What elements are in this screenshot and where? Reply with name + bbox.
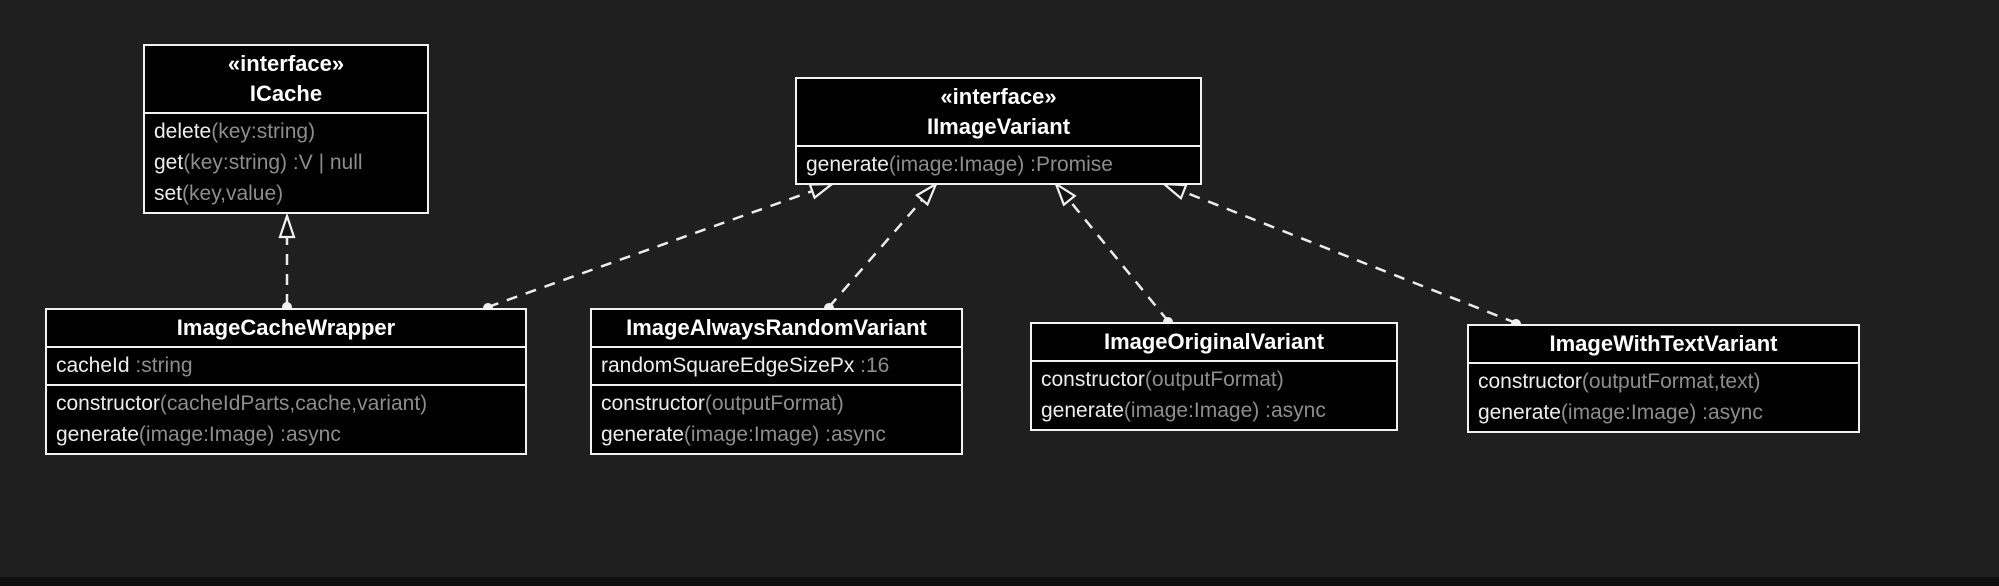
stereotype-label: «interface»: [940, 84, 1057, 109]
class-title: ICache: [249, 81, 323, 106]
method-row: get(key:string) :V | null: [154, 147, 418, 178]
method-signature: (outputFormat): [1144, 368, 1284, 391]
attributes-compartment: randomSquareEdgeSizePx :16: [592, 348, 961, 384]
method-row: generate(image:Image) :async: [56, 419, 516, 450]
attribute-row: cacheId :string: [56, 350, 516, 381]
class-box-iimagevariant: «interface» IImageVariant generate(image…: [795, 77, 1202, 185]
method-signature: (key:string) :V | null: [183, 151, 363, 174]
compartment-divider: [592, 346, 961, 348]
methods-compartment: constructor(outputFormat) generate(image…: [592, 386, 961, 453]
stereotype-label: «interface»: [227, 51, 345, 76]
class-header: «interface» IImageVariant: [797, 79, 1200, 145]
attribute-type: :string: [129, 354, 193, 377]
method-name: generate: [1041, 399, 1124, 422]
realization-edge-random-iimagevariant: [828, 184, 936, 308]
method-signature: (image:Image) :Promise: [888, 153, 1113, 176]
attribute-name: cacheId: [56, 354, 130, 377]
method-row: generate(image:Image) :async: [601, 419, 952, 450]
class-box-imagealwaysrandomvariant: ImageAlwaysRandomVariant randomSquareEdg…: [590, 308, 963, 455]
compartment-divider: [47, 346, 525, 348]
method-row: set(key,value): [154, 178, 418, 209]
attribute-type: :16: [854, 354, 890, 377]
class-title: ImageWithTextVariant: [1549, 331, 1778, 356]
method-signature: (image:Image) :async: [138, 423, 341, 446]
method-name: generate: [1478, 401, 1561, 424]
method-name: generate: [56, 423, 139, 446]
method-signature: (image:Image) :async: [683, 423, 886, 446]
compartment-divider: [145, 112, 427, 114]
method-name: constructor: [601, 392, 705, 415]
method-row: generate(image:Image) :Promise: [806, 149, 1191, 180]
method-signature: (image:Image) :async: [1123, 399, 1326, 422]
compartment-divider: [592, 384, 961, 386]
realization-edge-withtext-iimagevariant: [1164, 184, 1517, 325]
compartment-divider: [1469, 362, 1858, 364]
method-name: delete: [154, 120, 212, 143]
method-signature: (image:Image) :async: [1560, 401, 1763, 424]
method-row: constructor(outputFormat): [1041, 364, 1387, 395]
method-name: constructor: [1478, 370, 1582, 393]
class-box-icache: «interface» ICache delete(key:string) ge…: [143, 44, 429, 214]
methods-compartment: generate(image:Image) :Promise: [797, 147, 1200, 183]
class-title: ImageOriginalVariant: [1103, 329, 1325, 354]
methods-compartment: constructor(outputFormat,text) generate(…: [1469, 364, 1858, 431]
method-name: generate: [806, 153, 889, 176]
methods-compartment: constructor(outputFormat) generate(image…: [1032, 362, 1396, 429]
method-name: get: [154, 151, 184, 174]
method-row: constructor(cacheIdParts,cache,variant): [56, 388, 516, 419]
compartment-divider: [797, 145, 1200, 147]
bottom-window-edge: [0, 577, 1999, 586]
attributes-compartment: cacheId :string: [47, 348, 525, 384]
method-row: generate(image:Image) :async: [1478, 397, 1849, 428]
realization-edge-wrapper-iimagevariant: [487, 182, 832, 309]
compartment-divider: [47, 384, 525, 386]
method-signature: (key:string): [211, 120, 316, 143]
method-row: constructor(outputFormat): [601, 388, 952, 419]
class-header: ImageAlwaysRandomVariant: [592, 310, 961, 346]
method-row: constructor(outputFormat,text): [1478, 366, 1849, 397]
method-signature: (key,value): [182, 182, 284, 205]
method-name: constructor: [1041, 368, 1145, 391]
attribute-row: randomSquareEdgeSizePx :16: [601, 350, 952, 381]
class-title: ImageCacheWrapper: [176, 315, 396, 340]
realization-edge-original-iimagevariant: [1056, 184, 1169, 322]
method-name: set: [154, 182, 183, 205]
methods-compartment: delete(key:string) get(key:string) :V | …: [145, 114, 427, 212]
method-row: delete(key:string): [154, 116, 418, 147]
method-row: generate(image:Image) :async: [1041, 395, 1387, 426]
method-signature: (cacheIdParts,cache,variant): [159, 392, 428, 415]
class-title: ImageAlwaysRandomVariant: [626, 315, 927, 340]
attribute-name: randomSquareEdgeSizePx: [601, 354, 855, 377]
method-name: constructor: [56, 392, 160, 415]
class-title: IImageVariant: [926, 114, 1071, 139]
compartment-divider: [1032, 360, 1396, 362]
method-signature: (outputFormat,text): [1581, 370, 1761, 393]
class-header: ImageOriginalVariant: [1032, 324, 1396, 360]
class-header: «interface» ICache: [145, 46, 427, 112]
class-box-imagecachewrapper: ImageCacheWrapper cacheId :string constr…: [45, 308, 527, 455]
class-header: ImageCacheWrapper: [47, 310, 525, 346]
method-signature: (outputFormat): [704, 392, 844, 415]
class-box-imagewithtextvariant: ImageWithTextVariant constructor(outputF…: [1467, 324, 1860, 433]
methods-compartment: constructor(cacheIdParts,cache,variant) …: [47, 386, 525, 453]
class-box-imageoriginalvariant: ImageOriginalVariant constructor(outputF…: [1030, 322, 1398, 431]
method-name: generate: [601, 423, 684, 446]
class-header: ImageWithTextVariant: [1469, 326, 1858, 362]
